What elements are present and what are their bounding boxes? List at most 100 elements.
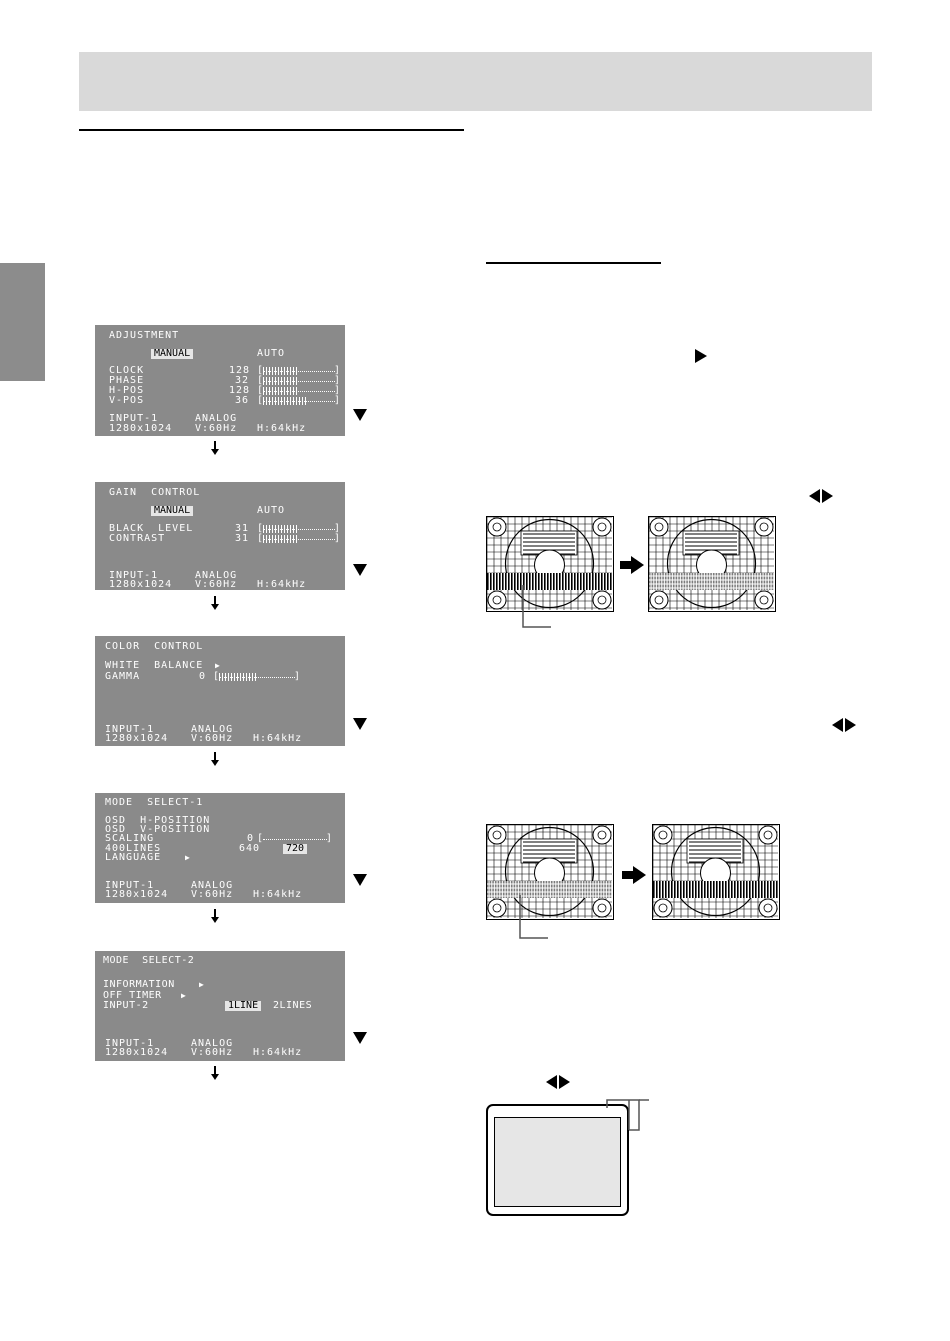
osd-v-position-item: OSD V-POSITION	[105, 824, 211, 835]
400lines-label: 400LINES	[105, 843, 162, 854]
vpos-value: 36	[235, 395, 250, 406]
400lines-option-720: 720	[283, 844, 308, 854]
v-frequency: V:60Hz	[195, 423, 238, 434]
auto-option: AUTO	[257, 348, 286, 359]
monitor-screen	[494, 1117, 621, 1207]
down-triangle-icon	[353, 874, 367, 886]
callout-bracket	[606, 1099, 649, 1131]
osd-mode-select-2-menu: MODE SELECT-2 INFORMATION ▶ OFF TIMER ▶ …	[95, 951, 345, 1061]
input-label: INPUT-1	[109, 413, 159, 424]
monitor-frame	[486, 1104, 629, 1216]
osd-h-position-item: OSD H-POSITION	[105, 815, 211, 826]
1line-option: 1LINE	[225, 1001, 262, 1011]
down-triangle-icon	[353, 1032, 367, 1044]
h-frequency: H:64kHz	[257, 423, 307, 434]
down-arrow-icon	[211, 1066, 219, 1080]
black-level-slider: []	[257, 523, 341, 534]
input-label: INPUT-1	[105, 724, 155, 735]
clock-label: CLOCK	[109, 365, 145, 376]
input-label: INPUT-1	[105, 880, 155, 891]
contrast-slider: []	[257, 533, 341, 544]
osd-color-control-menu: COLOR CONTROL WHITE BALANCE ▶ GAMMA 0 []…	[95, 636, 345, 746]
osd-mode-select-1-menu: MODE SELECT-1 OSD H-POSITION OSD V-POSIT…	[95, 793, 345, 903]
scaling-slider: []	[257, 833, 333, 844]
phase-label: PHASE	[109, 375, 145, 386]
contrast-value: 31	[235, 533, 250, 544]
down-triangle-icon	[353, 409, 367, 421]
v-frequency: V:60Hz	[195, 579, 238, 590]
signal-type: ANALOG	[191, 1038, 234, 1049]
white-balance-item: WHITE BALANCE	[105, 660, 204, 671]
header-band	[79, 52, 872, 111]
signal-type: ANALOG	[195, 413, 238, 424]
phase-slider: []	[257, 375, 341, 386]
resolution: 1280x1024	[105, 733, 169, 744]
auto-option: AUTO	[257, 505, 286, 516]
right-column-rule	[486, 262, 661, 264]
signal-type: ANALOG	[191, 724, 234, 735]
gamma-slider: []	[213, 671, 301, 682]
clock-value: 128	[229, 365, 251, 376]
osd-adjustment-menu: ADJUSTMENT MANUAL AUTO CLOCK 128 [] PHAS…	[95, 325, 345, 436]
down-arrow-icon	[211, 441, 219, 455]
hpos-value: 128	[229, 385, 251, 396]
down-triangle-icon	[353, 718, 367, 730]
left-right-triangle-icon	[809, 489, 833, 503]
input-label: INPUT-1	[105, 1038, 155, 1049]
v-frequency: V:60Hz	[191, 1047, 234, 1058]
right-arrow-icon	[622, 866, 646, 884]
test-pattern-phase-before	[486, 824, 614, 920]
osd-gain-control-menu: GAIN CONTROL MANUAL AUTO BLACK LEVEL 31 …	[95, 482, 345, 590]
left-column-rule	[79, 129, 464, 131]
manual-option: MANUAL	[151, 506, 194, 516]
right-triangle-icon: ▶	[215, 661, 221, 670]
input2-label: INPUT-2	[103, 1000, 149, 1011]
menu-title: COLOR CONTROL	[105, 641, 204, 652]
right-triangle-icon: ▶	[181, 991, 187, 1000]
down-arrow-icon	[211, 752, 219, 766]
black-level-label: BLACK LEVEL	[109, 523, 194, 534]
vpos-label: V-POS	[109, 395, 145, 406]
contrast-label: CONTRAST	[109, 533, 166, 544]
vpos-slider: []	[257, 395, 341, 406]
hpos-slider: []	[257, 385, 341, 396]
h-frequency: H:64kHz	[257, 579, 307, 590]
resolution: 1280x1024	[105, 1047, 169, 1058]
down-arrow-icon	[211, 909, 219, 923]
v-frequency: V:60Hz	[191, 733, 234, 744]
test-pattern-clock-after	[648, 516, 776, 612]
black-level-value: 31	[235, 523, 250, 534]
resolution: 1280x1024	[109, 579, 173, 590]
scaling-label: SCALING	[105, 833, 155, 844]
right-triangle-icon: ▶	[199, 980, 205, 989]
test-pattern-phase-after	[652, 824, 780, 920]
left-right-triangle-icon	[832, 718, 856, 732]
gamma-value: 0	[199, 671, 207, 682]
input-label: INPUT-1	[109, 570, 159, 581]
hpos-label: H-POS	[109, 385, 145, 396]
down-triangle-icon	[353, 564, 367, 576]
gamma-label: GAMMA	[105, 671, 141, 682]
h-frequency: H:64kHz	[253, 889, 303, 900]
2lines-option: 2LINES	[273, 1000, 313, 1011]
menu-title: MODE SELECT-2	[103, 955, 195, 966]
callout-line	[522, 585, 551, 628]
resolution: 1280x1024	[105, 889, 169, 900]
h-frequency: H:64kHz	[253, 1047, 303, 1058]
menu-title: MODE SELECT-1	[105, 797, 204, 808]
right-triangle-icon	[695, 349, 707, 363]
test-pattern-clock-before	[486, 516, 614, 612]
400lines-option-640: 640	[239, 843, 261, 854]
left-right-triangle-icon	[546, 1075, 570, 1089]
signal-type: ANALOG	[195, 570, 238, 581]
right-arrow-icon	[620, 556, 644, 574]
v-frequency: V:60Hz	[191, 889, 234, 900]
resolution: 1280x1024	[109, 423, 173, 434]
scaling-value: 0	[247, 833, 255, 844]
manual-option: MANUAL	[151, 349, 194, 359]
phase-value: 32	[235, 375, 250, 386]
signal-type: ANALOG	[191, 880, 234, 891]
right-triangle-icon: ▶	[185, 853, 191, 862]
language-item: LANGUAGE	[105, 852, 162, 863]
down-arrow-icon	[211, 596, 219, 610]
